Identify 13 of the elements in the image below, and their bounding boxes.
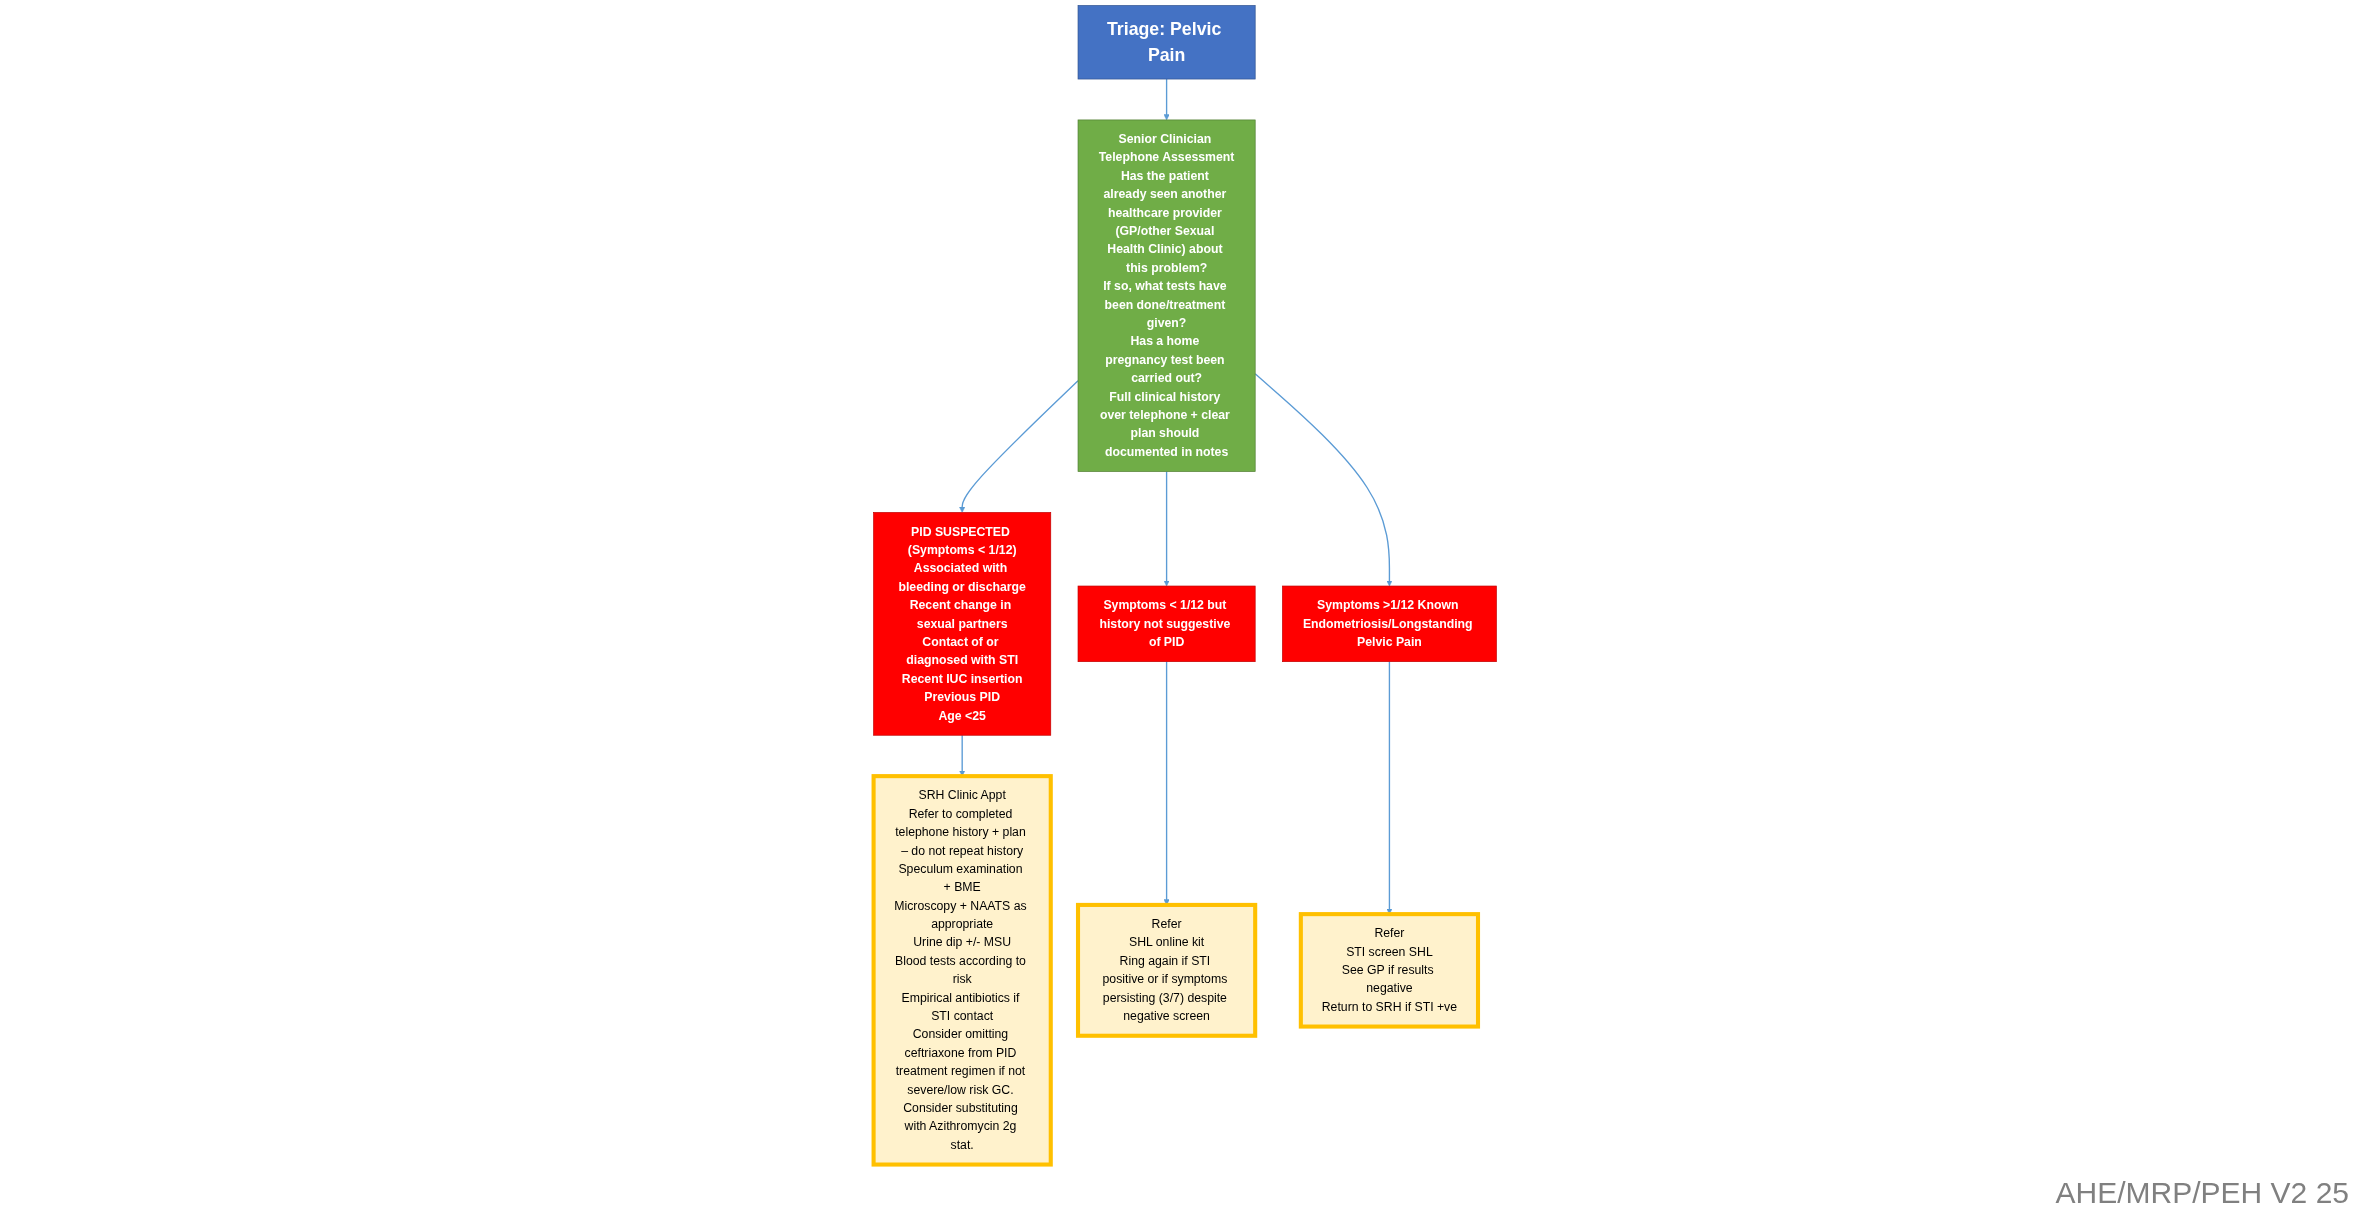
node-box: SRH Clinic Appt Refer to completed telephone history + plan – do not repeat history Speculum examination + BME Microscopy + NAATS as appropriate Urine dip +/- MSU Blood tests according to risk Empirical antibiotics if STI contact Consider omitting ceftriaxone from PID treatment regimen if not severe/low risk GC. Consider substituting with Azithromycin 2g stat. <box>871 774 1053 1167</box>
node-box: Symptoms < 1/12 but history not suggestive of PID <box>1077 585 1256 662</box>
arrow <box>1163 470 1170 587</box>
node-box: Triage: Pelvic Pain <box>1077 5 1256 80</box>
node-box: PID SUSPECTED (Symptoms < 1/12) Associated with bleeding or discharge Recent change in sexual partners Contact of or diagnosed with STI Recent IUC insertion Previous PID Age <25 <box>872 512 1051 736</box>
arrow <box>1163 78 1170 121</box>
node-box: Refer STI screen SHL See GP if results negative Return to SRH if STI +ve <box>1298 912 1480 1029</box>
arrow <box>1254 373 1392 587</box>
node-box: Symptoms >1/12 Known Endometriosis/Longstanding Pelvic Pain <box>1281 585 1497 662</box>
node-box: Senior Clinician Telephone Assessment Has the patient already seen another healthcare provider (GP/other Sexual Health Clinic) about this problem? If so, what tests have been done/treatment given? Has a home pregnancy test been carried out? Full clinical history over telephone + clear plan should documented in notes <box>1077 119 1256 472</box>
node-box: Refer SHL online kit Ring again if STI positive or if symptoms persisting (3/7) despite negative screen <box>1075 902 1257 1038</box>
arrow <box>958 380 1079 513</box>
version-note: AHE/MRP/PEH V2 25 <box>2055 1176 2349 1210</box>
